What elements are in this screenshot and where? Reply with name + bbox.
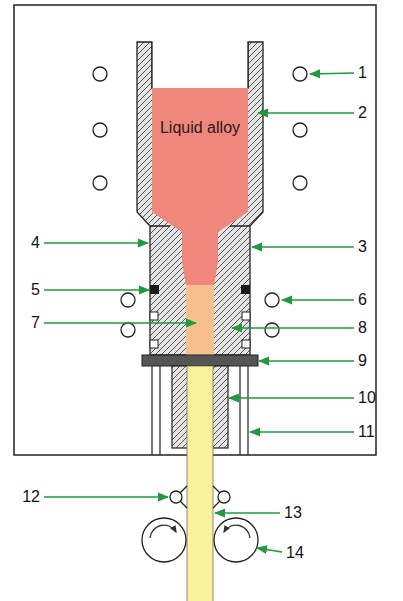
callout-number: 3 [358,239,367,255]
seal-ring [241,285,250,294]
region-label: Liquid alloy [160,120,240,136]
seal-ring [150,285,159,294]
callout-number: 7 [31,315,40,331]
crucible-opening [152,42,248,88]
callout-number: 4 [31,235,40,251]
callout-number: 6 [358,292,367,308]
callout-number: 12 [22,489,40,505]
callout-number: 1 [358,65,367,81]
callout-number: 2 [358,105,367,121]
drawing-roll [142,518,258,562]
insulating-plate [142,355,258,366]
callout-number: 11 [358,424,375,440]
callout-number: 5 [31,282,40,298]
callout-number: 10 [358,390,376,406]
callout-number: 9 [358,353,367,369]
callout-number: 14 [286,545,304,561]
guide-roller [170,486,230,508]
liquid-alloy [152,88,248,285]
cast-rod [187,366,213,601]
callout-number: 8 [358,320,367,336]
solidification-zone [186,285,214,358]
callout-number: 13 [284,505,302,521]
heating-coil [121,293,279,337]
leader-line [44,73,354,552]
